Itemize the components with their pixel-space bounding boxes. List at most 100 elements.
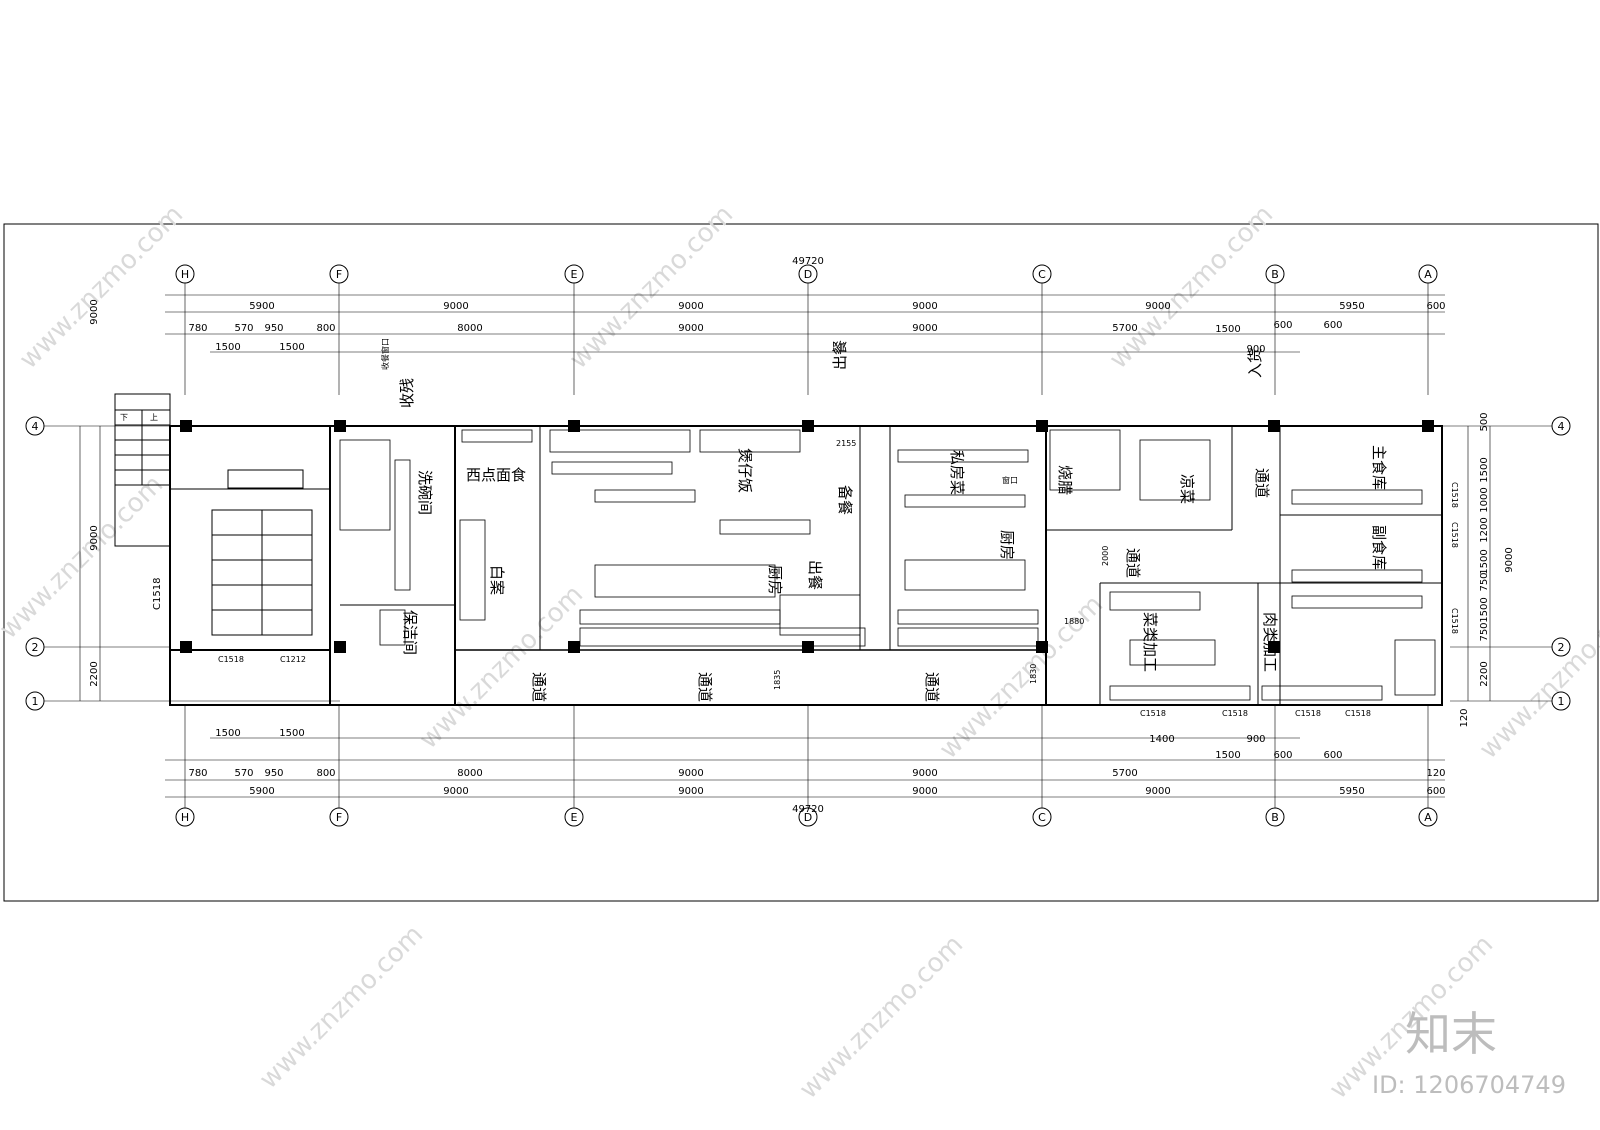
dimension-lines: [79, 294, 1491, 798]
window-tags: C1518 C1518 C1212 C1518 C1518 C1518 C151…: [152, 482, 1459, 718]
dimension-text: 570: [234, 768, 253, 779]
axis-label: 1: [32, 695, 39, 708]
dimension-text: 780: [188, 323, 207, 334]
axis-label: B: [1271, 268, 1279, 281]
room-label-xiwan: 洗碗间: [416, 470, 434, 515]
room-label-chufang1: 厨房: [766, 565, 784, 595]
room-label-chucan1: 出餐: [806, 560, 824, 590]
dimension-text: 120: [1426, 768, 1445, 779]
axis-label: 2: [1558, 641, 1565, 654]
dimension-texts-sides: 9000 9000 2200 120 500 1500 1000 1200 15…: [89, 299, 1515, 727]
axis-lines: [44, 283, 1552, 808]
axis-labels-sides: 4 2 1 4 2 1: [32, 420, 1565, 708]
dimension-text: 120: [1459, 708, 1470, 727]
dimension-text: 5700: [1112, 323, 1137, 334]
dimension-text: 9000: [89, 299, 100, 324]
dimension-text: 9000: [1145, 301, 1170, 312]
dimension-text: 1880: [1064, 617, 1084, 626]
axis-label: 1: [1558, 695, 1565, 708]
axis-label: E: [571, 268, 578, 281]
axis-label: 4: [32, 420, 39, 433]
watermark-text: www.znzmo.com: [14, 200, 189, 375]
dimension-text: 9000: [443, 301, 468, 312]
room-label-baozai: 煲仔饭: [736, 448, 754, 493]
dimension-text: 1835: [773, 670, 782, 690]
room-label-tongdao3: 通道: [530, 672, 548, 702]
room-label-window: 窗口: [1002, 475, 1018, 485]
watermark-text: www.znzmo.com: [0, 470, 169, 645]
room-label-fushi: 副食库: [1370, 525, 1388, 570]
window-tag: C1212: [280, 655, 306, 664]
dimension-text: 1500: [1215, 324, 1240, 335]
dimension-text: 8000: [457, 323, 482, 334]
dimension-text: 9000: [443, 786, 468, 797]
walls: [169, 425, 1443, 706]
dimension-text: 5900: [249, 301, 274, 312]
watermark-text: www.znzmo.com: [564, 200, 739, 375]
dimension-text: 2155: [836, 439, 856, 448]
overall-dimension: 49720: [792, 804, 824, 815]
axis-label: H: [181, 811, 189, 824]
dimension-texts-top: 49720 5900 9000 9000 9000 9000 5950 600 …: [188, 256, 1445, 355]
dimension-texts-bottom: 1500 1500 1400 1500 900 600 600 780 570 …: [188, 728, 1445, 815]
axis-label: F: [336, 268, 342, 281]
dimension-text: 2200: [1479, 661, 1490, 686]
room-label-shaola: 烧腊: [1056, 465, 1074, 495]
room-label-chufang2: 厨房: [998, 530, 1016, 560]
dimension-text: 9000: [678, 323, 703, 334]
dimension-text: 1000: [1479, 487, 1490, 512]
room-label-tongdao1: 通道: [1253, 468, 1271, 498]
room-label-baojie: 保洁间: [401, 610, 419, 655]
dimension-text: 780: [188, 768, 207, 779]
toilet-stalls: [211, 469, 313, 636]
stair-up-label: 上: [150, 413, 158, 422]
structural-columns: [180, 420, 1434, 653]
dimension-text: 9000: [912, 768, 937, 779]
watermark-id: ID: 1206704749: [1372, 1071, 1566, 1099]
dimension-text: 600: [1426, 301, 1445, 312]
dimension-text: 600: [1323, 320, 1342, 331]
axis-label: A: [1424, 268, 1432, 281]
axis-label: H: [181, 268, 189, 281]
watermark-layer: www.znzmo.com www.znzmo.com www.znzmo.co…: [0, 200, 1600, 1105]
window-tag: C1518: [152, 578, 163, 610]
dimension-text: 570: [234, 323, 253, 334]
window-tag: C1518: [1450, 522, 1459, 548]
dimension-text: 1500: [279, 342, 304, 353]
room-label-xidian: 西点面食: [466, 466, 526, 484]
room-label-ruhuo: 入货: [1246, 348, 1264, 378]
axis-label: 4: [1558, 420, 1565, 433]
room-label-zhushi: 主食库: [1370, 445, 1388, 490]
watermark-text: www.znzmo.com: [934, 590, 1109, 765]
dimension-text: 1830: [1029, 664, 1038, 684]
window-tag: C1518: [1295, 709, 1321, 718]
dimension-text: 600: [1273, 750, 1292, 761]
room-label-chucan-top: 出餐: [831, 340, 849, 370]
dimension-text: 600: [1426, 786, 1445, 797]
dimension-text: 9000: [912, 301, 937, 312]
room-labels: 西点面食 洗碗间 收餐窗口 收残 保洁间 白案 煲仔饭 厨房 出餐 出餐 备餐 …: [380, 338, 1388, 702]
axis-label: D: [804, 811, 812, 824]
dimension-text: 1500: [279, 728, 304, 739]
dimension-text: 950: [264, 323, 283, 334]
dimension-text: 9000: [678, 768, 703, 779]
dimension-text: 750: [1479, 622, 1490, 641]
dimension-text: 5950: [1339, 786, 1364, 797]
watermark-logo: 知末: [1405, 1007, 1497, 1061]
axis-label: C: [1038, 811, 1046, 824]
window-tag: C1518: [1222, 709, 1248, 718]
dimension-text: 9000: [678, 301, 703, 312]
dimension-text: 9000: [1145, 786, 1170, 797]
room-label-tongdao4: 通道: [696, 672, 714, 702]
dimension-text: 5900: [249, 786, 274, 797]
dimension-text: 1500: [1215, 750, 1240, 761]
room-label-tongdao2: 通道: [1124, 548, 1142, 578]
dimension-text: 500: [1479, 412, 1490, 431]
axis-bubbles-sides: [25, 416, 1571, 711]
dimension-text: 1200: [1479, 517, 1490, 542]
dimension-text: 9000: [1504, 547, 1515, 572]
overall-dimension: 49720: [792, 256, 824, 267]
dimension-text: 800: [316, 768, 335, 779]
watermark-text: www.znzmo.com: [794, 930, 969, 1105]
